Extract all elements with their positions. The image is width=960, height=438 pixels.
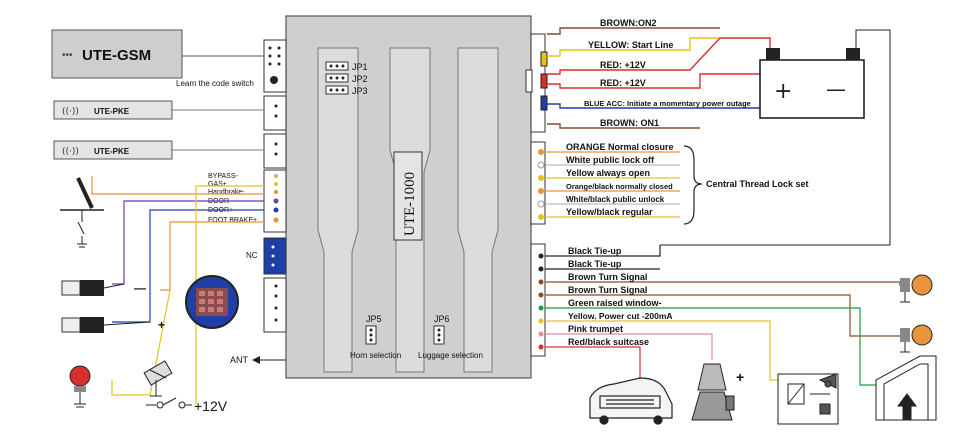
wire-label: Yellow/black regular [566,207,653,217]
wire-label: Yellow always open [566,168,650,178]
wire-label: Brown Turn Signal [568,285,647,295]
pke-label: UTE-PKE [94,107,130,116]
lock-wire-labels: ORANGE Normal closure White public lock … [566,142,809,217]
power-wire-labels: BROWN:ON2 YELLOW: Start Line RED: +12V R… [584,18,751,128]
input-label: Handbrake- [208,189,245,196]
left-connectors: NC [246,39,287,333]
jumper-label: JP2 [352,74,368,84]
main-unit-label: UTE-1000 [402,172,418,236]
wire-label: Pink trumpet [568,324,623,334]
door-switch-minus: — [61,280,146,296]
shock-sensor-icon [143,360,173,397]
wire-label: Brown Turn Signal [568,272,647,282]
jumper-label: JP3 [352,86,368,96]
pke-module-2: ((·)) UTE-PKE [53,140,264,160]
wire-label: Red/black suitcase [568,337,649,347]
car-trunk-icon [589,377,673,425]
ant-label: ANT [230,355,249,365]
pke-label: UTE-PKE [94,147,130,156]
lock-wires [545,145,703,225]
wire-label: Yellow. Power cut -200mA [568,311,673,321]
nc-label: NC [246,251,258,260]
relay-module-icon [777,373,839,425]
jp6-caption: Luggage selection [418,351,483,360]
learn-button-icon [270,76,278,84]
antenna-output: ANT [230,355,286,365]
wire-label: Black Tie-up [568,246,622,256]
jp5-selector: JP5 Horn selection [350,314,401,360]
supply-label: +12V [194,398,228,414]
window-icon [875,355,937,421]
battery-icon: + — [759,48,865,119]
ignition-switch: +12V [146,397,228,414]
wire-label: Black Tie-up [568,259,622,269]
wire-label: BROWN:ON2 [600,18,657,28]
wire-label: Orange/black normally closed [566,182,673,191]
gsm-module: ••• UTE-GSM Learn the code switch [51,29,264,88]
wireless-icon: ((·)) [62,107,79,117]
input-label: BYPASS- [208,173,238,180]
left-input-labels: BYPASS- GAS+ Handbrake- DOOR- DOOR+ FOOT… [208,173,257,224]
jp5-label: JP5 [366,314,382,324]
turn-signal-lamp-icon [900,324,933,353]
jumper-block: JP1 JP2 JP3 [325,61,368,96]
battery-minus: — [826,77,846,101]
horn-plus: + [736,369,744,385]
turn-signal-lamp-icon [900,274,933,303]
handbrake-icon [60,177,104,248]
input-label: FOOT BRAKE+ [208,217,257,224]
battery-plus: + [774,79,792,104]
wireless-icon: ((·)) [62,147,79,157]
power-wires [547,27,891,246]
jp6-label: JP6 [434,314,450,324]
door-minus-symbol: — [134,281,146,295]
wire-label: ORANGE Normal closure [566,142,674,152]
output-wire-labels: Black Tie-up Black Tie-up Brown Turn Sig… [568,246,673,347]
wire-label: White/black public unlock [566,195,665,204]
output-connector [530,243,546,357]
main-unit: UTE-1000 [285,15,532,379]
door-plus-symbol: + [158,318,165,332]
jumper-label: JP1 [352,62,368,72]
jp5-caption: Horn selection [350,351,401,360]
alarm-led-icon [69,365,91,408]
wire-label: BROWN: ON1 [600,118,659,128]
lock-caption: Central Thread Lock set [706,179,809,189]
wire-label: RED: +12V [600,78,646,88]
gsm-badge: ••• [62,50,73,61]
door-switch-plus: + [61,317,165,333]
wire-label: RED: +12V [600,60,646,70]
keypad-icon [185,275,239,329]
jp6-selector: JP6 Luggage selection [418,314,483,360]
input-label: GAS+ [208,181,227,188]
lock-connector [530,141,546,225]
wire-label: BLUE ACC: Initiate a momentary power out… [584,99,751,108]
gsm-label: UTE-GSM [82,47,151,64]
wire-label: White public lock off [566,155,655,165]
left-wires [91,176,264,405]
pke-module-1: ((·)) UTE-PKE [53,100,264,120]
power-connector [525,33,548,133]
wire-label: YELLOW: Start Line [588,40,673,50]
horn-icon: + [691,363,744,421]
learn-switch-label: Learn the code switch [176,79,254,88]
wire-label: Green raised window- [568,298,662,308]
